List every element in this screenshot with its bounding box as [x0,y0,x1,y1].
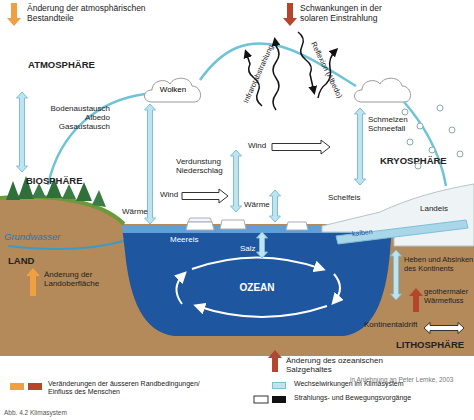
tree [62,184,76,199]
grass-strip [0,197,124,224]
text-label: LAND [8,256,34,267]
external-arrow [409,288,423,312]
snowflake [402,109,408,115]
text-label: Wind [248,141,266,150]
figure-caption: Abb. 4.2 Klimasystem [4,409,67,416]
interaction-arrow [17,92,28,172]
text-label: LITHOSPHÄRE [396,340,464,351]
external-arrow [7,3,21,26]
snowflake [429,147,435,153]
text-label: Änderung der atmosphärischen Bestandteil… [27,4,167,24]
snowflake [449,127,455,133]
circulation-arrow [334,274,340,302]
legend-text: Strahlungs- und Bewegungsvorgänge [294,394,469,402]
snowflake [407,139,413,145]
text-label: Wärme [122,207,148,216]
circulation-arrow [176,274,184,304]
motion-arrow [424,323,464,334]
text-label: Heben und Absinken des Kontinents [404,256,474,273]
interaction-arrow [391,250,402,300]
legend-swatch [254,396,268,403]
ocean-surface [122,226,392,233]
text-label: Schmelzen Schneefall [368,115,420,133]
text-label: Salz [240,244,256,253]
text-label: ATMOSPHÄRE [28,60,95,71]
cloud [355,78,411,102]
interaction-arrow [231,150,242,212]
wind-arrow [272,140,330,154]
text-label: Verdunstung Niederschlag [176,157,232,175]
text-label: Meereis [170,235,198,244]
text-label: Kontinentaldrift [364,320,417,329]
text-label: Schwankungen in der solaren Einstrahlung [300,4,405,24]
snowflake [457,151,463,157]
legend-swatch [28,383,42,390]
legend-text: Veränderungen der äusseren Randbedingung… [48,380,223,396]
circulation-arrow [197,306,327,317]
ocean-node: OZEAN [122,224,392,338]
text-label: Änderung des ozeanischen Salzgehaltes [286,356,396,374]
interaction-connector [145,104,156,224]
snowflake [417,123,423,129]
cloud-node: Wolken [142,74,204,104]
text-label: Wind [160,190,178,199]
legend-swatch [272,382,286,389]
ocean-basin [122,224,392,338]
legend-swatch [10,383,24,390]
text-label: Bodenaustausch Albedo Gasaustausch [44,104,110,132]
text-label: geothermaler Wärmefluss [424,288,474,305]
text-label: KRYOSPHÄRE [380,156,447,167]
tree [92,190,106,207]
text-label: Grundwasser [4,232,61,243]
external-arrow [283,3,297,26]
interaction-flow [404,102,446,186]
ocean-body [122,226,392,336]
interaction-arrow [355,108,366,185]
circulation-arrow [192,258,322,270]
tree [6,181,20,200]
text-label: Landeis [420,204,448,213]
node-text: OZEAN [217,282,297,294]
text-label: Änderung der Landoberfläche [44,270,116,288]
legend-text: Wechselwirkungen im Klimasystem [294,380,469,388]
external-arrow [268,350,282,372]
legend-swatch [272,396,286,403]
text-label: Wärme [244,200,270,209]
wind-arrow [182,189,228,203]
land-ground [0,197,474,356]
snowflake [437,105,443,111]
node-text: Wolken [142,85,204,94]
external-arrow [26,268,40,296]
sea-ice [188,218,212,222]
interaction-arrow [270,190,281,222]
text-label: Schelfeis [328,193,360,202]
text-label: BIOSPHÄRE [26,176,82,187]
